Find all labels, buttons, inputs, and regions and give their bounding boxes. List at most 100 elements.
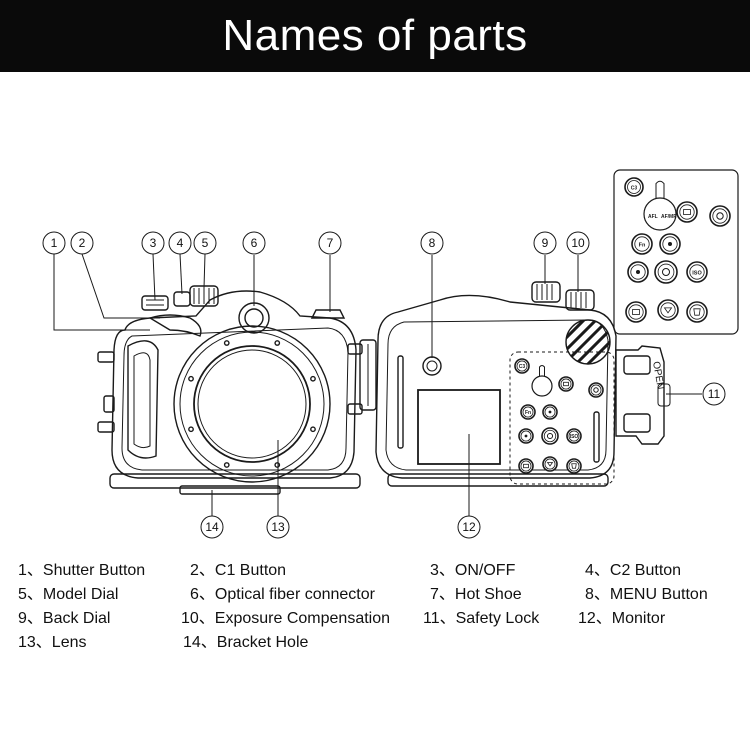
callout-14: 14 xyxy=(200,515,224,539)
callout-3: 3 xyxy=(141,231,165,255)
play-icon xyxy=(563,381,569,387)
legend-item-shutter-button: 1、Shutter Button xyxy=(18,562,146,579)
housing-button xyxy=(542,404,558,420)
legend-item-lens: 13、Lens xyxy=(18,634,87,651)
housing-button xyxy=(709,205,731,227)
play-icon xyxy=(632,309,640,315)
zoom-hatch xyxy=(565,319,611,365)
record-icon xyxy=(661,267,671,277)
lens-opening-inner xyxy=(197,349,307,459)
down-arrow-icon xyxy=(546,462,554,467)
button-label: Fn xyxy=(639,243,646,249)
legend-item-monitor: 12、Monitor xyxy=(578,610,666,627)
af-mf-label: AF/MF xyxy=(661,214,676,220)
callout-6: 6 xyxy=(242,231,266,255)
front-housing xyxy=(97,285,363,495)
housing-button xyxy=(518,428,534,444)
legend-item-back-dial: 9、Back Dial xyxy=(18,610,111,627)
housing-button: Fn xyxy=(520,404,536,420)
button-label: C3 xyxy=(519,364,526,370)
lens-port-screw xyxy=(223,340,230,346)
legend-item-model-dial: 5、Model Dial xyxy=(18,586,119,603)
left-clamp-top xyxy=(97,351,115,363)
lens-port-screw xyxy=(223,462,230,468)
callout-9: 9 xyxy=(533,231,557,255)
legend-item-exposure-compensation: 10、Exposure Compensation xyxy=(181,610,391,627)
legend-item-safety-lock: 11、Safety Lock xyxy=(423,610,540,627)
housing-button xyxy=(625,301,647,323)
back-body-inner xyxy=(385,319,609,471)
exposure-dial-body xyxy=(565,289,595,311)
right-clamp-top xyxy=(347,343,363,355)
fiber-connector-outer xyxy=(238,302,270,334)
record-icon xyxy=(716,212,724,220)
callout-number: 12 xyxy=(462,520,476,534)
back-button-panel xyxy=(509,351,615,485)
legend-item-c2-button: 4、C2 Button xyxy=(585,562,682,579)
callout-7: 7 xyxy=(318,231,342,255)
record-icon xyxy=(546,432,554,440)
callout-12: 12 xyxy=(457,515,481,539)
housing-button xyxy=(588,382,604,398)
trash-icon xyxy=(693,308,701,316)
callout-number: 10 xyxy=(571,236,585,250)
shutter-lever xyxy=(148,314,202,337)
housing-button xyxy=(558,376,574,392)
right-clamp-bottom xyxy=(347,403,363,415)
callout-number: 7 xyxy=(327,236,334,250)
trash-icon xyxy=(571,463,577,469)
front-grip xyxy=(127,340,159,459)
housing-button xyxy=(566,458,582,474)
legend-item-optical-fiber-connector: 6、Optical fiber connector xyxy=(190,586,375,603)
record-icon xyxy=(593,387,599,393)
front-body-inner xyxy=(121,327,349,471)
lens-port-screw xyxy=(274,340,281,346)
right-slot xyxy=(593,411,600,463)
callout-number: 2 xyxy=(79,236,86,250)
housing-button xyxy=(627,261,649,283)
left-latch xyxy=(103,395,115,413)
menu-button-body xyxy=(422,356,442,376)
callout-number: 3 xyxy=(150,236,157,250)
play-icon xyxy=(523,463,529,469)
hinge xyxy=(359,339,377,411)
dot-icon xyxy=(668,242,672,246)
bracket-plate xyxy=(179,485,281,495)
legend-item-hot-shoe: 7、Hot Shoe xyxy=(430,586,522,603)
lens-port-screws xyxy=(188,340,316,468)
control-wheel xyxy=(531,365,553,397)
button-label: ISO xyxy=(692,271,702,277)
left-slot xyxy=(397,355,404,449)
housing-button: C3 xyxy=(624,177,644,197)
callout-11: 11 xyxy=(702,382,726,406)
open-label: OPEN xyxy=(650,361,666,391)
callout-number: 4 xyxy=(177,236,184,250)
parts-legend: 1、Shutter Button 2、C1 Button 3、ON/OFF 4、… xyxy=(0,554,750,654)
housing-button: Fn xyxy=(631,233,653,255)
legend-item-menu-button: 8、MENU Button xyxy=(585,586,708,603)
lens-port-screw xyxy=(188,375,194,382)
lens-opening xyxy=(193,345,311,463)
back-base-plate xyxy=(387,473,609,487)
housing-button xyxy=(542,456,558,472)
housing-button xyxy=(657,299,679,321)
callout-4: 4 xyxy=(168,231,192,255)
housing-button: C3 xyxy=(514,358,530,374)
zoom-inset-frame xyxy=(613,169,739,335)
callout-number: 14 xyxy=(205,520,219,534)
control-wheel xyxy=(643,180,677,231)
callout-number: 6 xyxy=(251,236,258,250)
callout-number: 1 xyxy=(51,236,58,250)
dot-icon xyxy=(524,434,528,438)
callout-number: 5 xyxy=(202,236,209,250)
button-label: C3 xyxy=(631,185,638,191)
play-icon xyxy=(683,209,691,215)
lens-port-screw xyxy=(310,426,316,433)
housing-button xyxy=(654,260,678,284)
callout-1: 1 xyxy=(42,231,66,255)
callout-10: 10 xyxy=(566,231,590,255)
